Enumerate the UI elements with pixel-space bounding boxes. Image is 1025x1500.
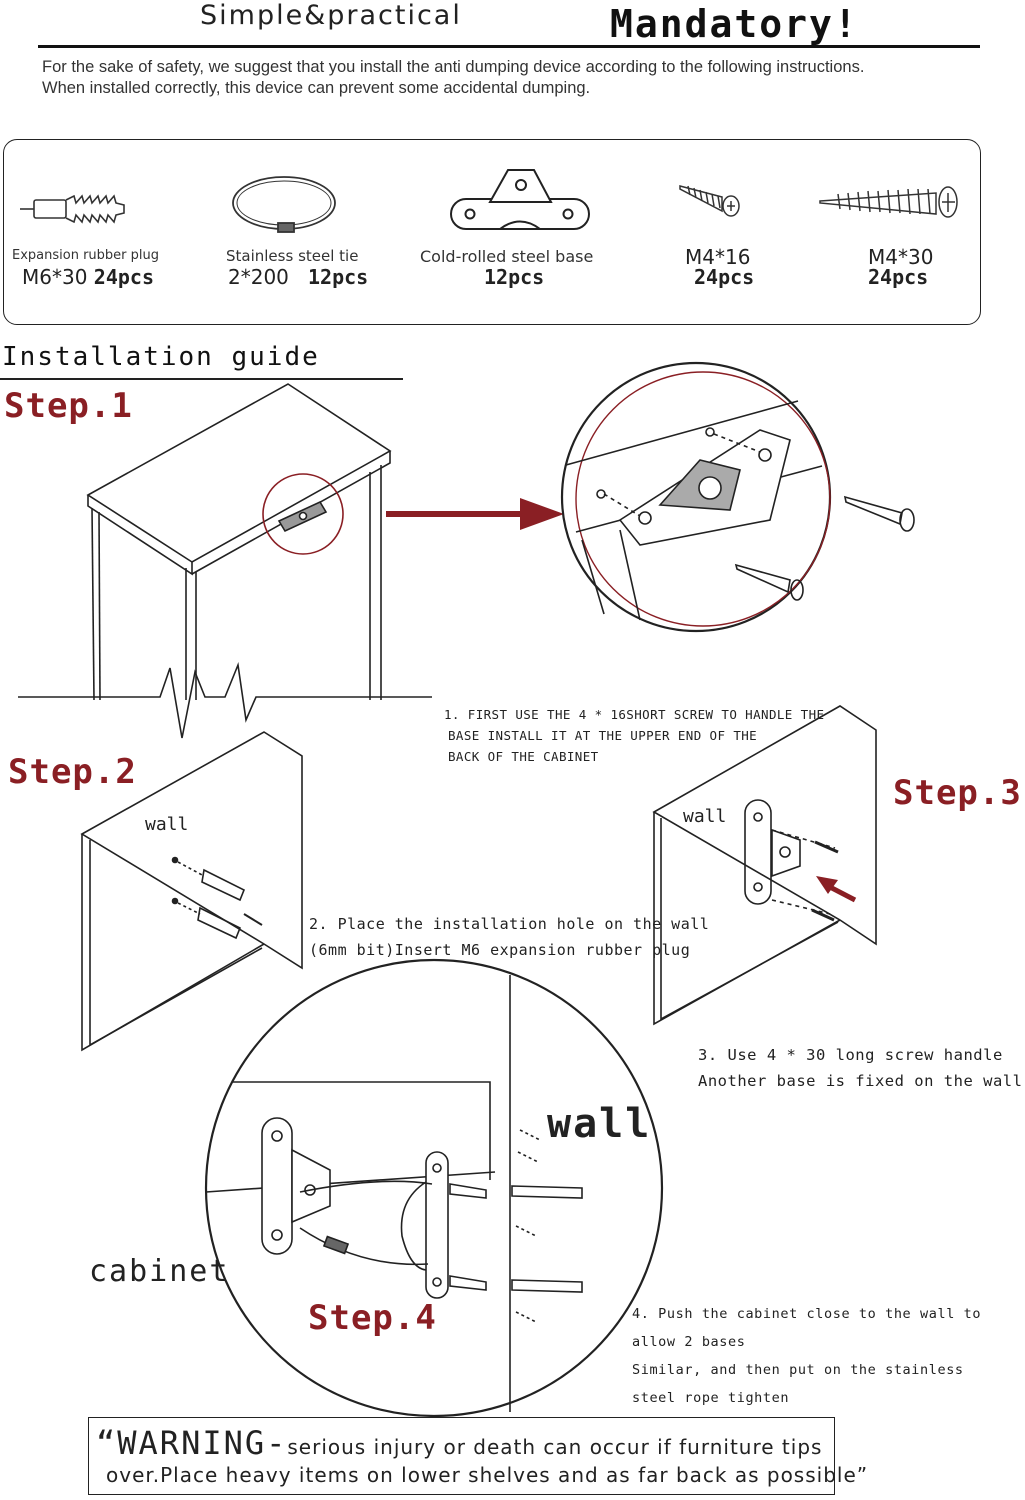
step2-wall-label: wall [145,814,189,835]
step1-line-1: 1. FIRST USE THE 4 * 16SHORT SCREW TO HA… [444,707,825,722]
short-screw-icon [679,185,740,217]
expansion-plug-icon [20,194,125,224]
warning-line-1-text: serious injury or death can occur if fur… [287,1435,823,1459]
step4-zoom-detail [204,958,664,1418]
part-qty-tie: 2*200 12pcs [228,265,368,289]
part-count-tie: 12pcs [307,265,369,289]
step4-line-2: Similar, and then put on the stainless [632,1362,964,1378]
warning-box [88,1417,835,1495]
intro-line-2: When installed correctly, this device ca… [42,79,591,97]
steel-tie-icon [232,176,336,233]
part-count-long-screw: 24pcs [868,265,929,289]
step1-arrow-icon [386,498,564,530]
step3-line-1: 3. Use 4 * 30 long screw handle [698,1046,1003,1064]
steel-base-icon [450,169,590,230]
part-label-base: Cold-rolled steel base [420,247,594,266]
step4-instructions: 4. Push the cabinet close to the wall to… [632,1300,1025,1412]
step4-label: Step.4 [308,1298,437,1338]
guide-divider [0,378,403,380]
part-qty-plug: M6*30 24pcs [22,265,154,289]
step1-instructions: 1. FIRST USE THE 4 * 16SHORT SCREW TO HA… [444,704,824,767]
step4-line-1: 4. Push the cabinet close to the wall to… [632,1306,982,1350]
parts-panel [3,139,981,325]
part-count-short-screw: 24pcs [694,265,755,289]
part-qty-base: 12pcs [484,265,544,289]
step2-label: Step.2 [8,752,137,792]
guide-title: Installation guide [2,342,320,372]
step3-label: Step.3 [893,773,1022,813]
step2-wall-drawing [80,731,303,1052]
step1-line-2: BASE INSTALL IT AT THE UPPER END OF THE [448,728,758,743]
intro-line-1: For the sake of safety, we suggest that … [42,58,865,76]
step3-wall-drawing [652,705,877,1026]
header-divider [38,45,980,48]
part-label-short-screw: M4*16 [685,245,751,269]
step4-wall-label: wall [547,1101,652,1147]
part-qty-long-screw: 24pcs [868,265,928,289]
header-tagline: Simple&practical [200,0,462,31]
step3-arrow-icon [816,876,857,903]
warning-line-1: “WARNING-serious injury or death can occ… [96,1424,822,1462]
intro-text: For the sake of safety, we suggest that … [42,57,864,99]
warning-line-2: over.Place heavy items on lower shelves … [106,1463,869,1487]
step1-zoom-detail [560,361,915,633]
header-mandatory: Mandatory! [610,2,859,46]
step2-instructions: 2. Place the installation hole on the wa… [309,911,709,963]
step3-wall-label: wall [683,806,727,827]
warning-heading: “WARNING- [96,1424,288,1462]
part-count-plug: 24pcs [93,265,155,289]
step1-line-3: BACK OF THE CABINET [448,749,599,764]
step3-instructions: 3. Use 4 * 30 long screw handle Another … [698,1042,1022,1094]
part-label-tie: Stainless steel tie [226,247,359,265]
part-qty-short-screw: 24pcs [694,265,754,289]
step1-label: Step.1 [4,386,133,426]
long-screw-icon [819,186,958,218]
part-count-base: 12pcs [484,265,545,289]
step2-line-1: 2. Place the installation hole on the wa… [309,915,710,933]
step4-line-3: steel rope tighten [632,1390,790,1406]
step4-cabinet-label: cabinet [89,1254,230,1289]
step2-line-2: (6mm bit)Insert M6 expansion rubber plug [309,941,691,959]
part-label-plug: Expansion rubber plug [12,248,159,263]
part-size-tie: 2*200 [228,265,289,289]
part-size-plug: M6*30 [22,265,88,289]
part-label-long-screw: M4*30 [868,245,934,269]
step3-line-2: Another base is fixed on the wall [698,1072,1023,1090]
step1-cabinet-drawing [18,383,432,739]
